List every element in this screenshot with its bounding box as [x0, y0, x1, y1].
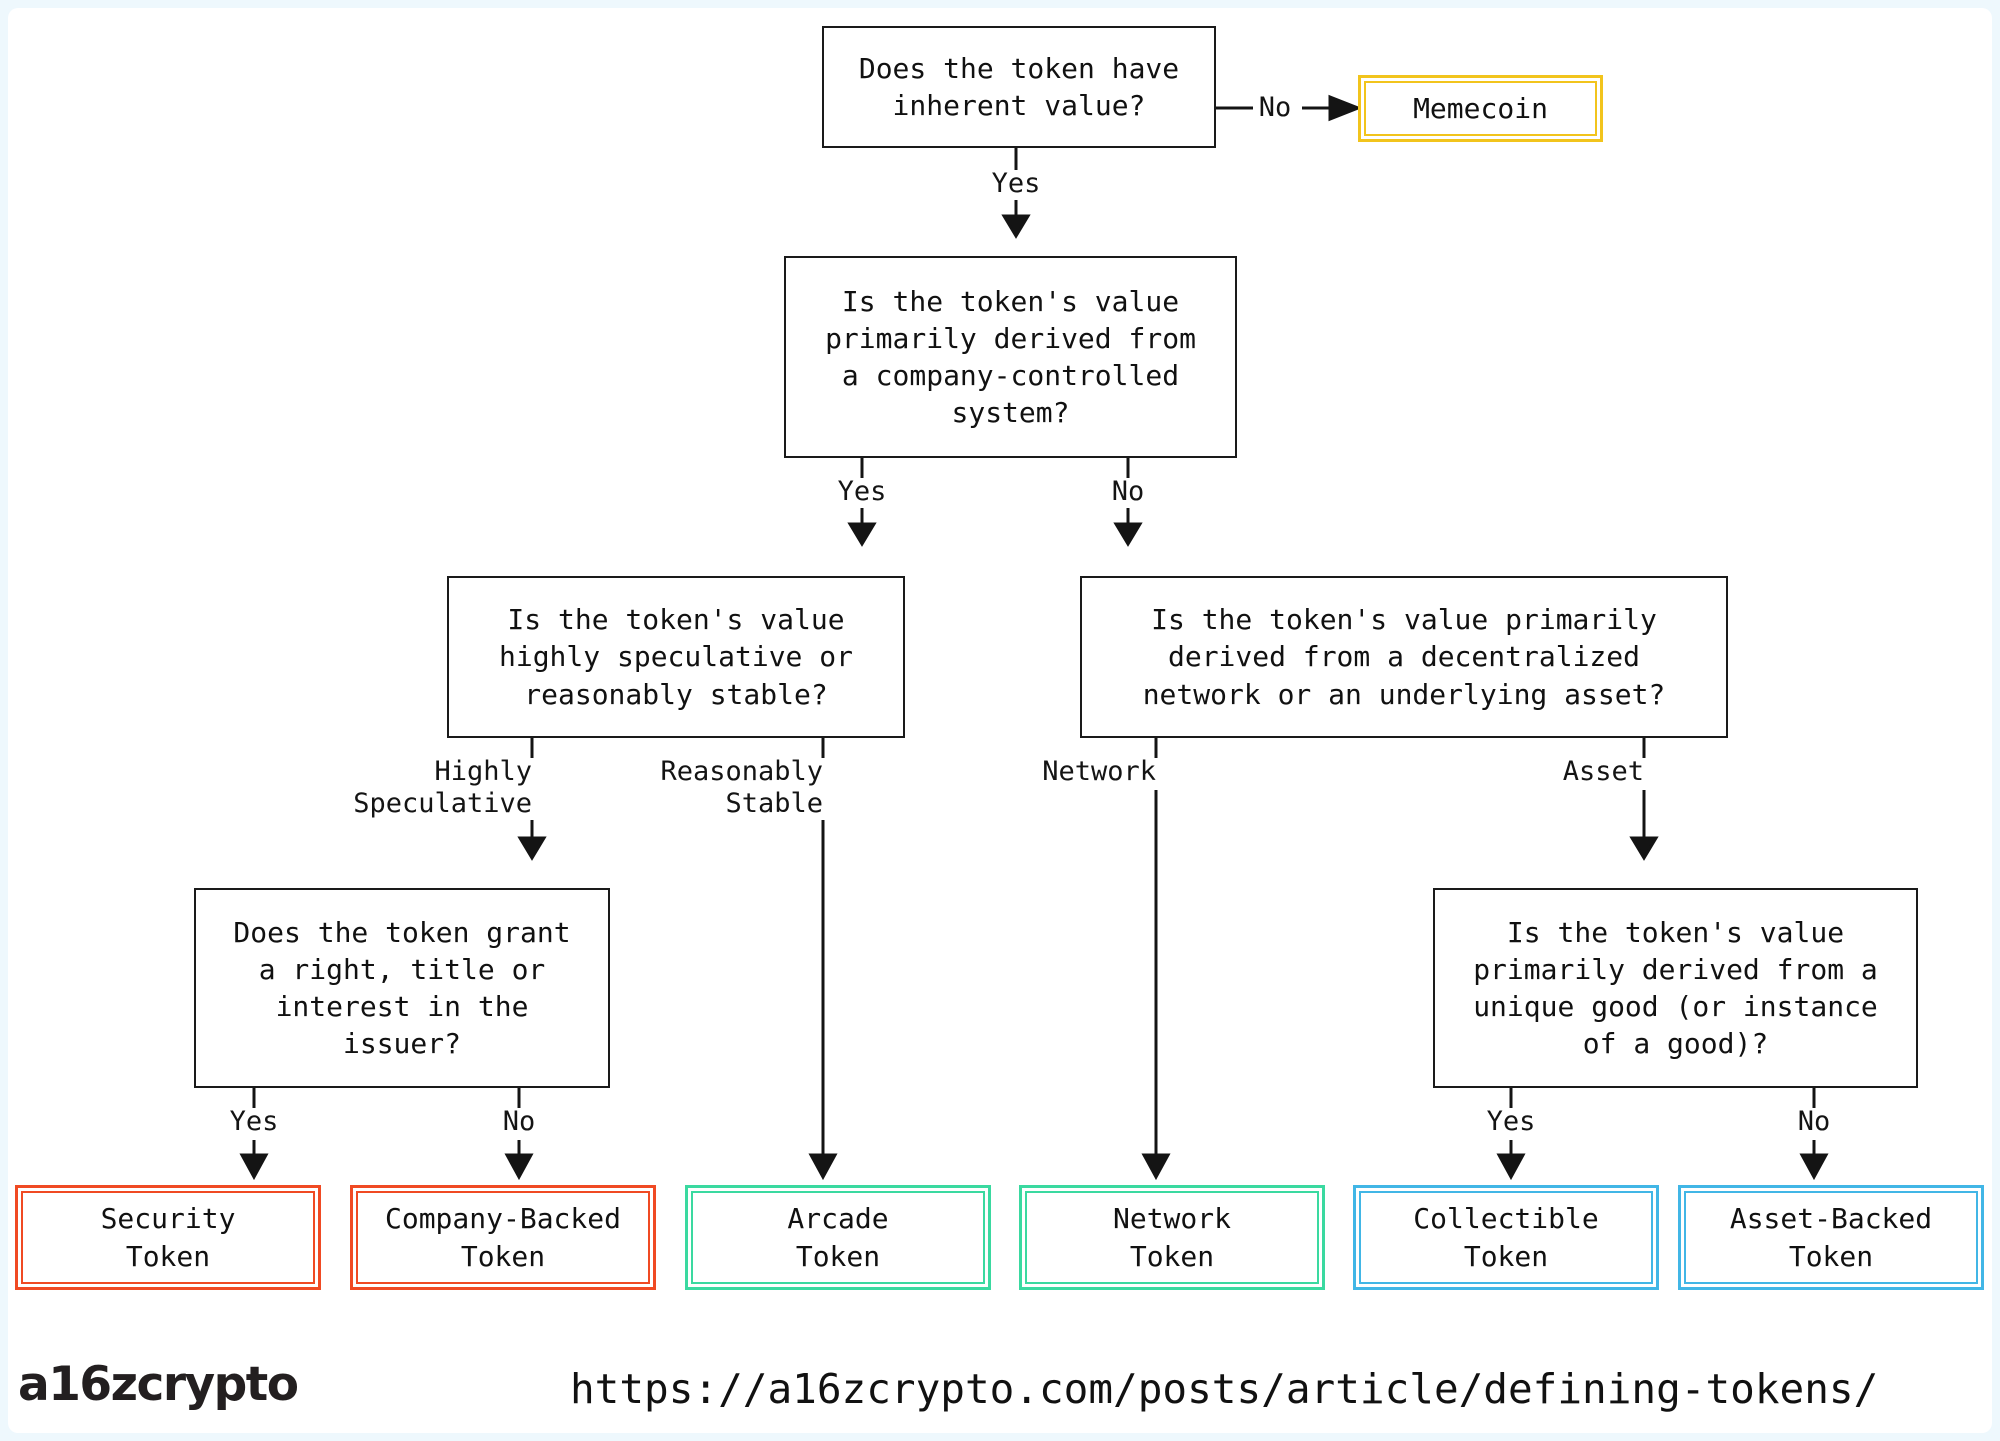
edge-label-unique-no: No	[1797, 1106, 1831, 1137]
outcome-node-asset-backed-token[interactable]: Asset-Backed Token	[1678, 1185, 1984, 1290]
outcome-node-security-token[interactable]: Security Token	[15, 1185, 321, 1290]
source-url: https://a16zcrypto.com/posts/article/def…	[570, 1365, 1879, 1413]
edge-label-root-no: No	[1258, 92, 1292, 123]
edge-label-network: Network	[1042, 756, 1156, 787]
edge-label-issuer-yes: Yes	[229, 1106, 279, 1137]
edge-label-root-yes: Yes	[991, 168, 1041, 199]
outcome-label-company-backed-token: Company-Backed Token	[356, 1191, 650, 1284]
outcome-label-collectible-token: Collectible Token	[1359, 1191, 1653, 1284]
outcome-label-network-token: Network Token	[1025, 1191, 1319, 1284]
edge-label-highly-speculative: Highly Speculative	[353, 756, 532, 819]
outcome-node-arcade-token[interactable]: Arcade Token	[685, 1185, 991, 1290]
a16zcrypto-logo: a16zcrypto	[18, 1357, 299, 1412]
outcome-node-network-token[interactable]: Network Token	[1019, 1185, 1325, 1290]
outcome-label-asset-backed-token: Asset-Backed Token	[1684, 1191, 1978, 1284]
decision-node-speculative-or-stable[interactable]: Is the token's value highly speculative …	[447, 576, 905, 738]
decision-node-unique-good[interactable]: Is the token's value primarily derived f…	[1433, 888, 1918, 1088]
decision-node-network-or-asset[interactable]: Is the token's value primarily derived f…	[1080, 576, 1728, 738]
edge-label-reasonably-stable: Reasonably Stable	[660, 756, 823, 819]
edge-label-issuer-no: No	[502, 1106, 536, 1137]
outcome-label-arcade-token: Arcade Token	[691, 1191, 985, 1284]
edge-label-asset: Asset	[1562, 756, 1644, 787]
edge-label-company-no: No	[1111, 476, 1145, 507]
outcome-label-security-token: Security Token	[21, 1191, 315, 1284]
decision-node-company-controlled[interactable]: Is the token's value primarily derived f…	[784, 256, 1237, 458]
outcome-label-memecoin: Memecoin	[1364, 81, 1597, 136]
decision-node-right-title-interest[interactable]: Does the token grant a right, title or i…	[194, 888, 610, 1088]
decision-node-inherent-value[interactable]: Does the token have inherent value?	[822, 26, 1216, 148]
edge-label-unique-yes: Yes	[1486, 1106, 1536, 1137]
outcome-node-collectible-token[interactable]: Collectible Token	[1353, 1185, 1659, 1290]
outcome-node-memecoin[interactable]: Memecoin	[1358, 75, 1603, 142]
edge-label-company-yes: Yes	[837, 476, 887, 507]
outcome-node-company-backed-token[interactable]: Company-Backed Token	[350, 1185, 656, 1290]
